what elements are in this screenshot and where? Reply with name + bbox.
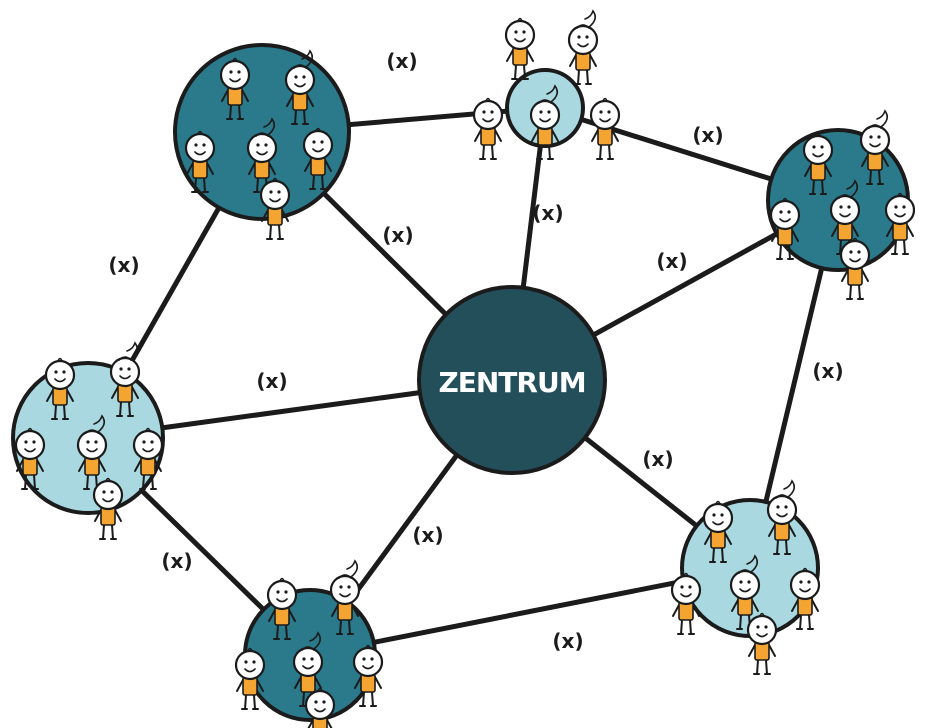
person-icon [92,477,124,540]
edge-label: (x) [161,549,192,573]
group-top-left [173,43,351,240]
center-circle [417,285,607,475]
group-right [766,109,916,300]
groups [11,9,916,728]
group-top-mid [472,9,621,160]
person-icon [302,127,334,190]
person-ponytail-icon [766,479,798,555]
edge-label: (x) [552,629,583,653]
person-icon [789,567,821,630]
group-left [11,341,165,540]
connection-labels: (x) (x) (x) (x) (x) (x) (x) (x) (x) (x) (x) (x) [108,49,843,653]
center-label: ZENTRUM [438,366,585,399]
person-icon [132,427,164,490]
person-icon [352,644,384,707]
edge-label: (x) [812,359,843,383]
person-icon [746,612,778,675]
person-ponytail-icon [859,109,891,185]
person-icon [504,17,536,80]
edge-label: (x) [656,249,687,273]
person-ponytail-icon [246,117,278,193]
person-icon [472,97,504,160]
person-icon [234,647,266,710]
person-icon [670,572,702,635]
edge-label: (x) [642,447,673,471]
person-icon [589,97,621,160]
person-icon [184,130,216,193]
edge-label: (x) [386,49,417,73]
person-ponytail-icon [109,341,141,417]
center-node: ZENTRUM [417,285,607,475]
person-icon [304,687,336,728]
person-icon [769,197,801,260]
person-icon [14,427,46,490]
edge-label: (x) [382,223,413,247]
person-icon [266,577,298,640]
person-ponytail-icon [729,554,761,630]
person-icon [259,177,291,240]
person-ponytail-icon [529,84,561,160]
person-icon [219,57,251,120]
person-ponytail-icon [292,631,324,707]
edge-label: (x) [108,253,139,277]
edge-label: (x) [256,369,287,393]
person-icon [802,132,834,195]
person-ponytail-icon [329,559,361,635]
person-icon [702,500,734,563]
person-icon [839,237,871,300]
person-icon [884,192,916,255]
person-icon [44,357,76,420]
group-bottom-left [234,559,384,728]
person-ponytail-icon [829,179,861,255]
edge-label: (x) [532,201,563,225]
person-ponytail-icon [284,49,316,125]
edge-label: (x) [692,123,723,147]
edge-label: (x) [412,523,443,547]
person-ponytail-icon [567,9,599,85]
group-bottom-right [670,479,821,675]
